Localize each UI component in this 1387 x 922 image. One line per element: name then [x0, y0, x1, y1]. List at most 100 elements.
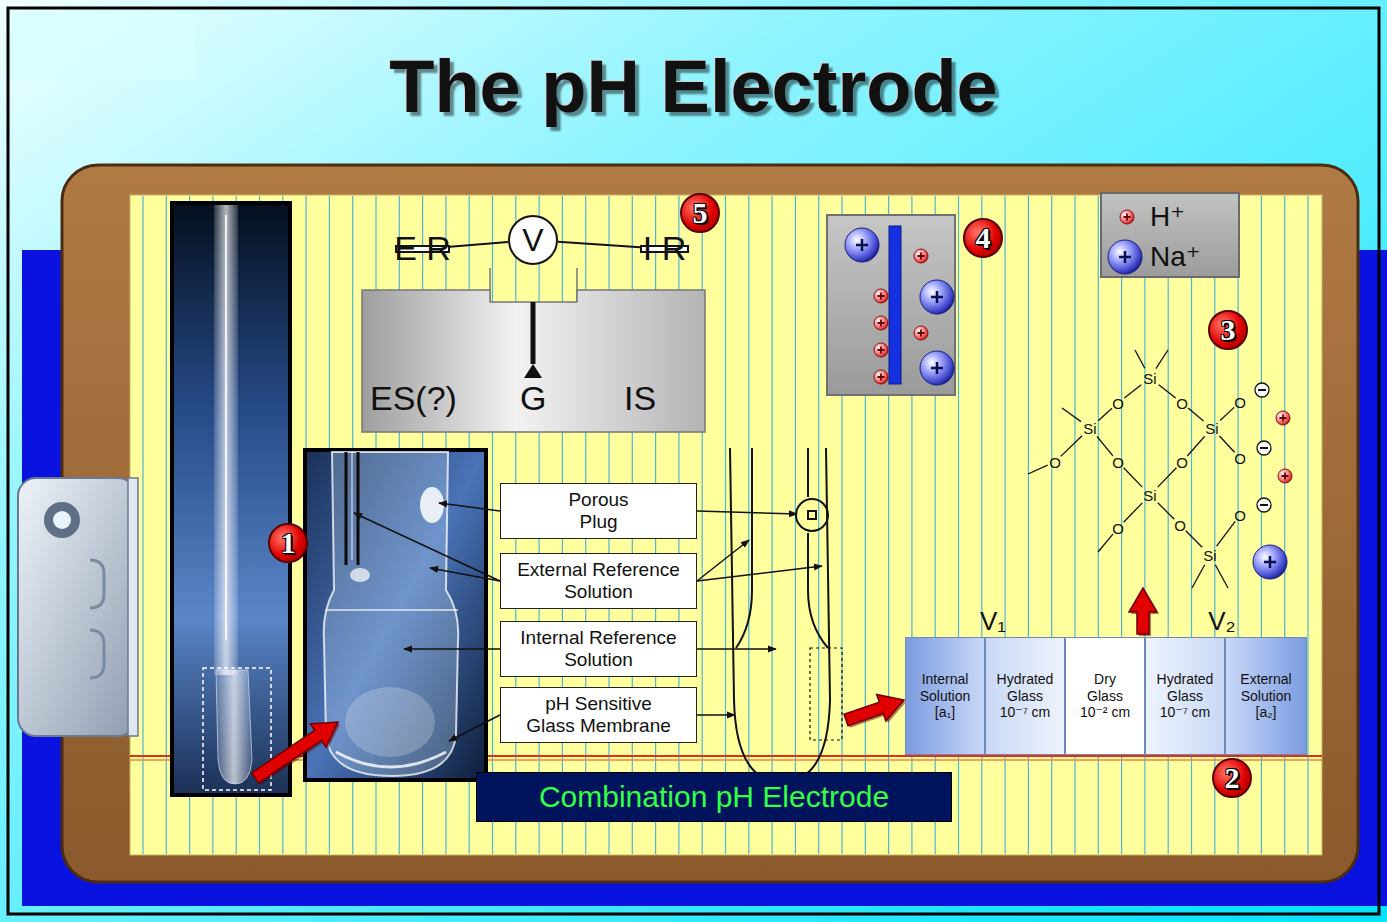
layer-band: External Solution [a₂] [1225, 637, 1307, 755]
callout-number: 4 [963, 218, 1003, 258]
bond-line [1097, 437, 1113, 456]
electrode-box: I R [640, 245, 689, 253]
sodium-ion [845, 228, 879, 262]
illustration-part [697, 566, 822, 581]
atom-symbol: Si [1205, 421, 1218, 436]
silicate-structure [1028, 350, 1292, 588]
hydrogen-ion [1120, 210, 1134, 224]
illustration-part [324, 452, 459, 776]
red-arrow [252, 722, 338, 783]
bond-line [1124, 503, 1143, 522]
bond-line [1028, 465, 1048, 474]
atom-symbol: Si [1143, 371, 1156, 386]
bond-line [1158, 503, 1175, 520]
wire [450, 242, 508, 247]
node-text: G [520, 380, 546, 417]
illustration-part [889, 226, 901, 384]
illustration-part [430, 568, 500, 581]
hydrogen-ion [874, 316, 888, 330]
illustration-part [18, 478, 136, 736]
electrode-sketch [730, 448, 842, 782]
charge-sign [931, 362, 943, 374]
illustration-part [697, 648, 776, 650]
bond-line [1192, 565, 1205, 588]
illustration-part [697, 511, 797, 514]
hydrogen-ion [1278, 469, 1292, 483]
electrode-box: E R [395, 245, 450, 253]
node-text: External Reference Solution [510, 559, 688, 603]
callout-number: 3 [1208, 310, 1248, 350]
callout-number: 2 [1212, 758, 1252, 798]
atom-symbol: Si [1203, 548, 1216, 563]
legend-row: Na⁺ [1102, 238, 1238, 276]
node-text: I R [643, 230, 686, 267]
sodium-ion [920, 351, 954, 385]
node-text: Porous Plug [553, 489, 645, 533]
charge-sign [1282, 473, 1289, 480]
atom-symbol: Si [1143, 488, 1156, 503]
atom-symbol: O [1176, 396, 1188, 411]
atom-symbol: O [1049, 455, 1061, 470]
illustration-part [808, 511, 816, 519]
hydrogen-ion [1276, 411, 1290, 425]
charge-sign [1124, 214, 1131, 221]
bond-line [1159, 385, 1176, 398]
anion-charge [1257, 498, 1271, 512]
bond-line [1061, 436, 1082, 457]
sodium-ion [1253, 545, 1287, 579]
atom-symbol: O [1176, 455, 1188, 470]
bond-line [1220, 436, 1235, 452]
illustration-part [697, 540, 749, 581]
charge-sign [856, 239, 868, 251]
illustration-part [350, 568, 370, 582]
node-text: Dry Glass 10⁻² cm [1075, 671, 1135, 721]
sodium-ion [920, 280, 954, 314]
node-text: pH Sensitive Glass Membrane [523, 693, 675, 737]
charge-sign [878, 320, 885, 327]
illustration-part [90, 560, 104, 678]
charge-sign [1264, 556, 1276, 568]
wire [558, 242, 640, 248]
atom-symbol: O [1234, 508, 1246, 523]
illustration-part [351, 452, 353, 560]
atom-symbol: Si [1083, 421, 1096, 436]
bond-line [1158, 468, 1177, 487]
ion-exchange-panel [827, 215, 955, 395]
legend-text: Na⁺ [1150, 238, 1201, 276]
bond-line [1156, 350, 1168, 369]
legend-box: H⁺Na⁺ [1100, 192, 1240, 278]
atom-symbol: O [1112, 396, 1124, 411]
paper-sheet [130, 195, 1322, 855]
atom-symbol: O [1234, 451, 1246, 466]
illustration-part [225, 215, 227, 640]
bond-line [1098, 408, 1112, 420]
page-title: The pH Electrode [0, 50, 1387, 124]
charge-sign [878, 347, 885, 354]
charge-sign [878, 293, 885, 300]
illustration-part [796, 499, 828, 531]
charge-sign [878, 374, 885, 381]
cell-vessel: ES(?)GISE RI R [362, 290, 705, 432]
node-text: E R [394, 230, 451, 267]
bond-line [1124, 468, 1143, 487]
illustration-part [827, 215, 955, 395]
node-text: Hydrated Glass 10⁻⁷ cm [994, 671, 1056, 721]
node-text: External Solution [a₂] [1235, 671, 1297, 721]
bond-line [1124, 385, 1141, 398]
legend-sample [1102, 238, 1146, 276]
anion-charge [1255, 383, 1269, 397]
legend-sample [1102, 198, 1146, 236]
sodium-ion [1108, 240, 1142, 274]
label-box: External Reference Solution [500, 553, 697, 609]
charge-sign [1260, 504, 1268, 506]
node-text: V [522, 224, 543, 256]
illustration-part [326, 609, 458, 611]
bond-line [1217, 521, 1236, 546]
illustration-part [808, 448, 828, 648]
label-box: Internal Reference Solution [500, 621, 697, 677]
illustration-part [697, 714, 735, 716]
node-text: Internal Solution [a₁] [914, 671, 976, 721]
illustration-part [216, 670, 252, 784]
frame [8, 8, 1379, 914]
